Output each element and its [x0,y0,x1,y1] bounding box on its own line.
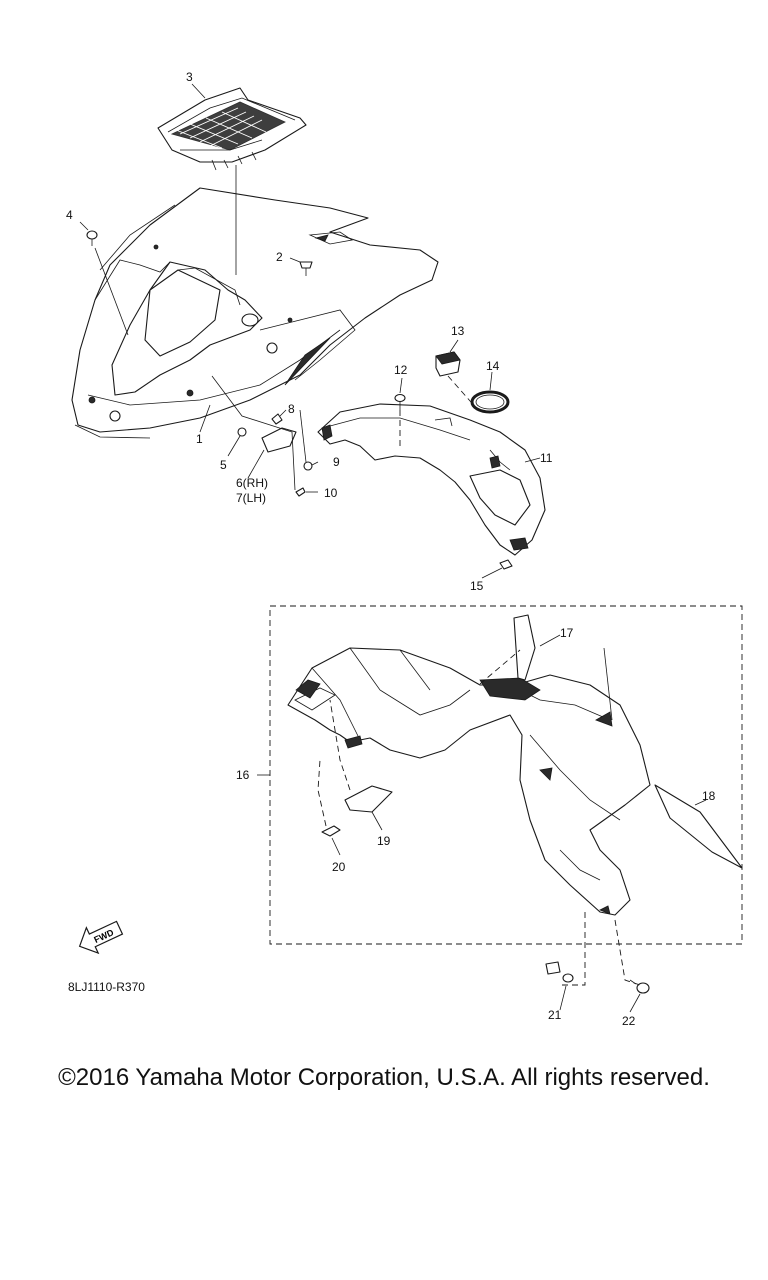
part-label-22: 22 [622,1014,636,1028]
diagram-reference-code: 8LJ1110-R370 [68,980,145,994]
part-label-13: 13 [451,324,465,338]
part-14-ring [470,390,510,414]
part-label-21: 21 [548,1008,562,1022]
part-label-17: 17 [560,626,574,640]
part-19-plate [344,785,393,813]
part-label-20: 20 [332,860,346,874]
part-label-4: 4 [66,208,73,222]
part-21-clip [545,961,574,983]
part-15-clip [499,559,513,570]
part-label-7: 7(LH) [236,491,267,505]
leader-lines [79,83,707,1013]
part-1-front-cowl [71,187,439,439]
part-11-inner-panel [317,403,546,556]
part-label-14: 14 [486,359,500,373]
part-10-screw [295,487,306,497]
part-6-7-bracket [261,427,297,453]
part-12-bolt [394,393,406,410]
part-label-10: 10 [324,486,338,500]
part-label-11: 11 [540,451,553,465]
part-label-6: 6(RH) [236,476,268,490]
part-label-18: 18 [702,789,716,803]
part-label-16: 16 [236,768,250,782]
part-label-12: 12 [394,363,408,377]
part-label-2: 2 [276,250,283,264]
part-20-pad [321,825,341,837]
part-22-bolt [629,979,650,994]
part-label-9: 9 [333,455,340,469]
part-2-fastener [299,261,313,276]
part-8-clip [271,413,283,425]
parts-diagram: FWD 3 4 2 1 5 6(RH) 7(LH) 8 9 10 11 12 1… [66,70,743,1028]
part-18-side-panel [654,784,743,869]
part-13-switch [435,351,461,377]
part-9-nut [303,461,313,471]
copyright-notice: ©2016 Yamaha Motor Corporation, U.S.A. A… [58,1064,710,1091]
part-3-grille [157,87,307,171]
part-4-bolt [86,230,98,246]
part-5-nut [237,427,247,437]
part-label-1: 1 [196,432,203,446]
parts-diagram-drawing: FWD [71,83,743,1013]
part-label-5: 5 [220,458,227,472]
part-label-3: 3 [186,70,193,84]
part-17-tail-cover [287,614,651,916]
part-16-assembly-box [269,605,743,945]
fwd-arrow-icon: FWD [78,920,124,955]
part-label-15: 15 [470,579,484,593]
part-label-19: 19 [377,834,391,848]
part-label-8: 8 [288,402,295,416]
